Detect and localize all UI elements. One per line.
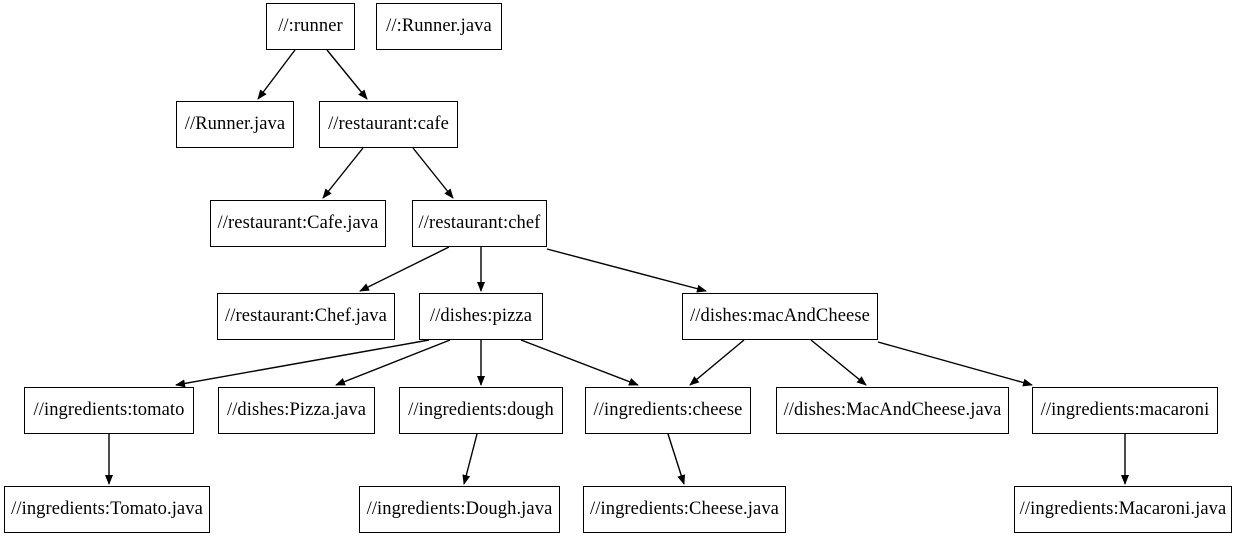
graph-node-ingredients_tomato_java[interactable]: //ingredients:Tomato.java (4, 486, 210, 533)
graph-node-restaurant_chef[interactable]: //restaurant:chef (412, 200, 547, 247)
graph-node-label: //ingredients:cheese (593, 400, 743, 421)
graph-node-runner_java_root[interactable]: //:Runner.java (376, 3, 502, 50)
graph-node-label: //:Runner.java (386, 16, 492, 37)
graph-edge-ingredients_dough-to-ingredients_dough_java (462, 433, 478, 485)
graph-edge-dishes_pizza-to-ingredients_cheese (520, 339, 639, 386)
graph-node-label: //restaurant:chef (418, 213, 541, 234)
graph-node-ingredients_tomato[interactable]: //ingredients:tomato (24, 387, 194, 434)
graph-node-ingredients_cheese[interactable]: //ingredients:cheese (585, 387, 751, 434)
graph-edge-runner-to-restaurant_cafe (326, 49, 368, 100)
graph-node-label: //dishes:MacAndCheese.java (783, 400, 1002, 421)
graph-node-label: //restaurant:cafe (328, 114, 449, 135)
graph-node-restaurant_chef_java[interactable]: //restaurant:Chef.java (217, 293, 395, 340)
graph-node-label: //restaurant:Cafe.java (217, 213, 379, 234)
graph-node-label: //ingredients:dough (408, 400, 554, 421)
graph-node-ingredients_cheese_java[interactable]: //ingredients:Cheese.java (583, 486, 786, 533)
graph-edge-restaurant_cafe-to-restaurant_chef (412, 147, 454, 199)
graph-edge-restaurant_cafe-to-restaurant_cafe_java (322, 147, 364, 199)
graph-edge-dishes_pizza-to-dishes_pizza_java (335, 339, 451, 386)
graph-node-label: //ingredients:macaroni (1040, 400, 1210, 421)
graph-node-dishes_pizza[interactable]: //dishes:pizza (419, 293, 543, 340)
graph-node-label: //Runner.java (184, 114, 286, 135)
graph-node-label: //restaurant:Chef.java (225, 306, 387, 327)
graph-node-label: //ingredients:tomato (33, 400, 185, 421)
graph-node-label: //ingredients:Tomato.java (11, 499, 203, 520)
graph-node-runner_java[interactable]: //Runner.java (176, 101, 294, 148)
graph-node-label: //dishes:macAndCheese (690, 306, 870, 327)
graph-edge-dishes_macandcheese-to-dishes_macandcheese_java (810, 339, 867, 386)
graph-node-label: //dishes:Pizza.java (226, 400, 367, 421)
graph-node-label: //:runner (278, 16, 343, 37)
graph-node-ingredients_dough[interactable]: //ingredients:dough (399, 387, 563, 434)
graph-node-dishes_macandcheese[interactable]: //dishes:macAndCheese (682, 293, 878, 340)
graph-node-ingredients_macaroni[interactable]: //ingredients:macaroni (1032, 387, 1218, 434)
graph-edge-dishes_macandcheese-to-ingredients_macaroni (877, 341, 1033, 387)
graph-node-label: //ingredients:Cheese.java (590, 499, 779, 520)
graph-edge-dishes_macandcheese-to-ingredients_cheese (689, 339, 745, 386)
graph-node-label: //ingredients:Macaroni.java (1019, 499, 1227, 520)
graph-node-dishes_pizza_java[interactable]: //dishes:Pizza.java (218, 387, 375, 434)
graph-node-label: //dishes:pizza (429, 306, 533, 327)
graph-edge-ingredients_cheese-to-ingredients_cheese_java (667, 433, 686, 485)
graph-node-label: //ingredients:Dough.java (366, 499, 553, 520)
graph-edge-dishes_pizza-to-ingredients_tomato (175, 339, 430, 388)
graph-node-runner[interactable]: //:runner (266, 3, 355, 50)
graph-node-restaurant_cafe_java[interactable]: //restaurant:Cafe.java (210, 200, 386, 247)
graph-edge-restaurant_chef-to-restaurant_chef_java (359, 246, 450, 292)
graph-node-restaurant_cafe[interactable]: //restaurant:cafe (319, 101, 458, 148)
graph-edge-runner-to-runner_java (257, 49, 296, 100)
graph-node-ingredients_dough_java[interactable]: //ingredients:Dough.java (359, 486, 560, 533)
graph-node-ingredients_macaroni_java[interactable]: //ingredients:Macaroni.java (1014, 486, 1232, 533)
graph-edge-restaurant_chef-to-dishes_macandcheese (546, 248, 707, 293)
graph-node-dishes_macandcheese_java[interactable]: //dishes:MacAndCheese.java (776, 387, 1009, 434)
